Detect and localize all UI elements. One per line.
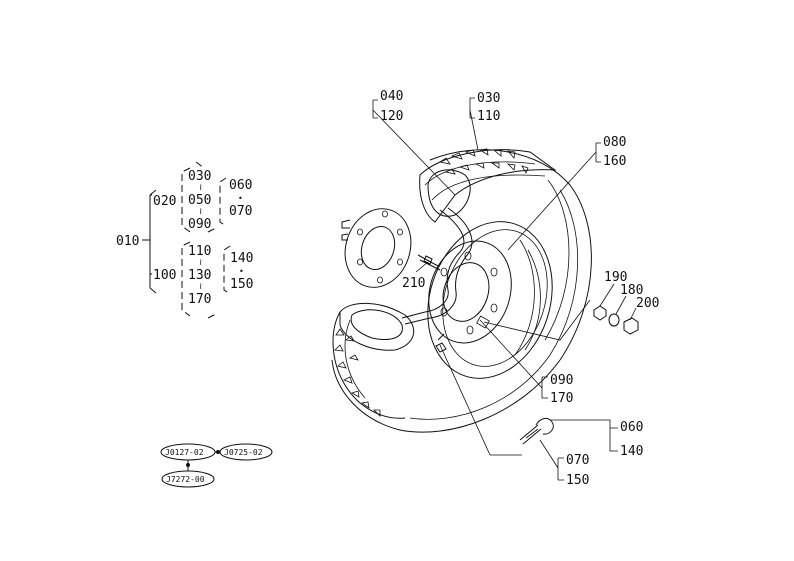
lug-nut-set (593, 305, 639, 335)
tree-tilde-3: ≀ (199, 258, 202, 268)
tree-node-100: 100 (153, 268, 176, 283)
callout-200: 200 (636, 296, 659, 311)
callout-070: 070 (566, 453, 589, 468)
part-tree: 010 020 100 030 ≀ 050 ≀ 090 060 • 070 11… (116, 161, 253, 319)
tree-node-090: 090 (188, 217, 211, 232)
wheel-illustration (331, 148, 639, 445)
tire-section-upper (419, 149, 557, 223)
tree-node-060: 060 (229, 178, 252, 193)
tree-node-150: 150 (230, 277, 253, 292)
valve-stem (519, 417, 554, 445)
reference-bubbles: J0127-02 J0725-02 J7272-00 (160, 443, 273, 488)
callout-labels: 040 120 030 110 080 160 190 180 200 210 … (380, 89, 659, 488)
callout-210: 210 (402, 276, 425, 291)
tree-node-140: 140 (230, 251, 253, 266)
hub-flange (344, 208, 412, 288)
callout-160: 160 (603, 154, 626, 169)
callout-140: 140 (620, 444, 643, 459)
tree-node-110: 110 (188, 244, 211, 259)
tree-node-020: 020 (153, 194, 176, 209)
tree-node-010: 010 (116, 234, 139, 249)
callout-150: 150 (566, 473, 589, 488)
tree-node-130: 130 (188, 268, 211, 283)
tree-node-030: 030 (188, 169, 211, 184)
tree-tilde-2: ≀ (199, 207, 202, 217)
tree-node-070: 070 (229, 204, 252, 219)
tree-dot-1: • (238, 194, 243, 203)
stud-bolt (417, 254, 441, 271)
callout-110: 110 (477, 109, 500, 124)
tree-node-050: 050 (188, 193, 211, 208)
ref-bubble-j0127: J0127-02 (165, 448, 204, 457)
leader-lines (372, 97, 637, 481)
tree-tilde-4: ≀ (199, 282, 202, 292)
tree-node-170: 170 (188, 292, 211, 307)
callout-080: 080 (603, 135, 626, 150)
wheel-rim (427, 221, 553, 379)
callout-190: 190 (604, 270, 627, 285)
ref-bubble-j0725: J0725-02 (224, 448, 263, 457)
tire (331, 149, 592, 433)
callout-120: 120 (380, 109, 403, 124)
callout-090: 090 (550, 373, 573, 388)
callout-170: 170 (550, 391, 573, 406)
rim-flap (401, 209, 465, 319)
callout-180: 180 (620, 283, 643, 298)
callout-060: 060 (620, 420, 643, 435)
tree-tilde-1: ≀ (199, 183, 202, 193)
rim-bolt-holes (440, 251, 498, 335)
callout-030: 030 (477, 91, 500, 106)
callout-040: 040 (380, 89, 403, 104)
ref-bubble-j7272: J7272-00 (166, 475, 205, 484)
tree-dot-2: • (239, 267, 244, 276)
